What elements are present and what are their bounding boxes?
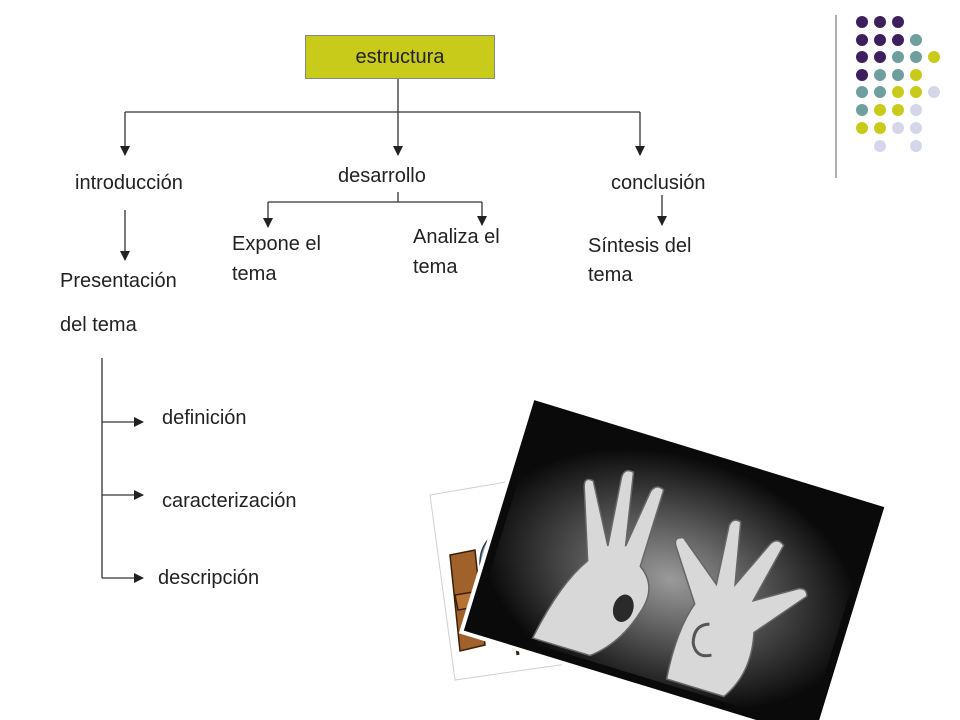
item-descripcion: descripción — [158, 567, 260, 589]
expone-line2: tema — [232, 263, 277, 285]
decorative-dot-grid — [835, 15, 940, 178]
expone-line1: Expone el — [232, 233, 321, 255]
root-node-label: estructura — [355, 45, 445, 68]
branch-introduccion: introducción — [75, 172, 183, 194]
branch-desarrollo: desarrollo — [338, 165, 426, 187]
item-definicion: definición — [162, 407, 247, 429]
analiza-line1: Analiza el — [413, 226, 500, 248]
hands-mouth-ear-photo — [458, 395, 890, 720]
analiza-line2: tema — [413, 256, 458, 278]
branch-conclusion: conclusión — [611, 172, 706, 194]
sintesis-line2: tema — [588, 264, 633, 286]
root-node-box: estructura — [305, 35, 495, 79]
sintesis-line1: Síntesis del — [588, 235, 692, 257]
presentacion-line1: Presentación — [60, 270, 177, 292]
item-caracterizacion: caracterización — [162, 490, 297, 512]
presentacion-line2: del tema — [60, 314, 137, 336]
